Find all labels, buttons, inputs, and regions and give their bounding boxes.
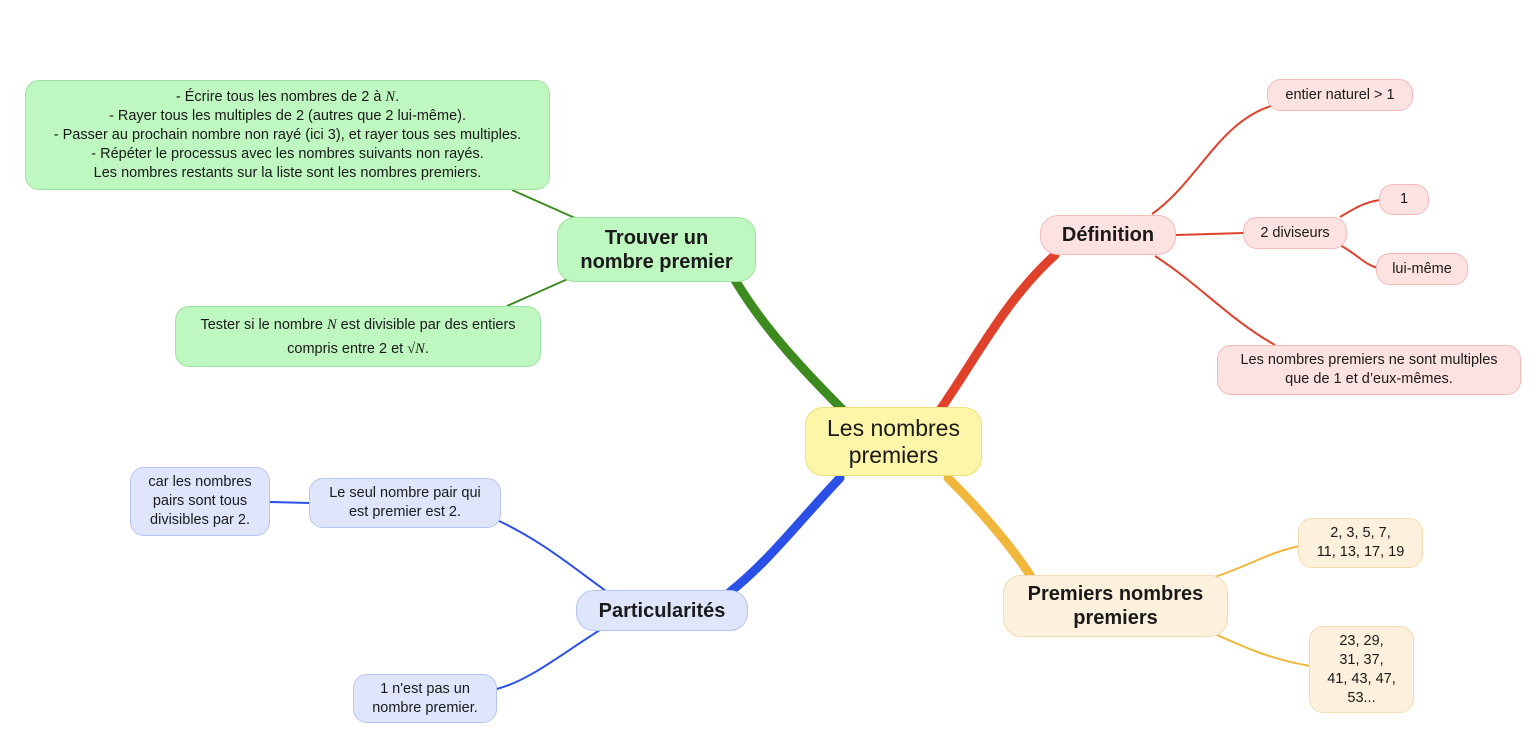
crible-line-2: - Rayer tous les multiples de 2 (autres … [108, 107, 466, 124]
sqrt-symbol: √ [407, 340, 416, 357]
tester-line-2-prefix: compris entre 2 et [287, 340, 408, 357]
car-pairs-line-3: divisibles par 2. [150, 512, 250, 528]
crible-node[interactable]: - Écrire tous les nombres de 2 à N. - Ra… [25, 80, 550, 190]
link-seulpair-carpairs [269, 501, 311, 504]
tester-line-1-suffix: est divisible par des entiers [336, 316, 516, 333]
diviseur-un-node[interactable]: 1 [1379, 184, 1429, 215]
entier-naturel-text: entier naturel > 1 [1285, 86, 1395, 103]
seul-pair-node[interactable]: Le seul nombre pair qui est premier est … [309, 478, 501, 528]
branch-premiers-node[interactable]: Premiers nombres premiers [1003, 575, 1228, 637]
trouver-title-line-1: Trouver un [604, 226, 709, 249]
entier-naturel-node[interactable]: entier naturel > 1 [1267, 79, 1413, 111]
link-definition-multiples [1154, 255, 1276, 346]
tester-line-2: compris entre 2 et √N. [287, 337, 429, 361]
link-premiers-liste1 [1214, 545, 1301, 578]
link-definition-diviseurs [1175, 232, 1245, 236]
liste2-line-2: 31, 37, [1339, 651, 1384, 668]
diviseur-lui-meme-text: lui-même [1392, 260, 1452, 277]
premiers-title-line-2: premiers [1073, 607, 1158, 629]
liste1-line-1: 2, 3, 5, 7, [1330, 525, 1391, 541]
deux-diviseurs-node[interactable]: 2 diviseurs [1243, 217, 1347, 249]
premiers-title-line-1: Premiers nombres [1027, 583, 1204, 605]
branch-definition-node[interactable]: Définition [1040, 215, 1176, 255]
crible-line-5: Les nombres restants sur la liste sont l… [93, 164, 482, 181]
diviseur-lui-meme-node[interactable]: lui-même [1376, 253, 1468, 285]
definition-title: Définition [1061, 224, 1155, 246]
crible-line-1-prefix: - Écrire tous les nombres de 2 à [175, 88, 386, 105]
un-pas-premier-node[interactable]: 1 n'est pas un nombre premier. [353, 674, 497, 723]
link-definition-entier [1151, 103, 1279, 215]
branch-particularites-node[interactable]: Particularités [576, 590, 748, 631]
car-pairs-line-2: pairs sont tous [152, 493, 248, 509]
un-pas-line-1: 1 n'est pas un [380, 680, 470, 697]
link-root-trouver [730, 275, 850, 417]
multiples-node[interactable]: Les nombres premiers ne sont multiples q… [1217, 345, 1521, 395]
diviseur-un-text: 1 [1399, 191, 1409, 207]
tester-node[interactable]: Tester si le nombre N est divisible par … [175, 306, 541, 367]
un-pas-line-2: nombre premier. [372, 699, 478, 716]
link-diviseurs-luimeme [1339, 244, 1379, 269]
tester-line-1: Tester si le nombre N est divisible par … [200, 313, 515, 337]
link-diviseurs-un [1339, 199, 1381, 218]
tester-sqrt-var-n: N [415, 340, 425, 357]
crible-line-3: - Passer au prochain nombre non rayé (ic… [53, 126, 522, 143]
tester-line-2-suffix: . [424, 340, 429, 357]
crible-var-n: N [385, 88, 396, 105]
link-root-definition [935, 250, 1060, 415]
link-trouver-crible [511, 189, 576, 219]
liste2-line-4: 53... [1347, 689, 1376, 706]
link-root-premiers [943, 473, 1035, 580]
liste2-line-3: 41, 43, 47, [1327, 670, 1396, 687]
liste2-line-1: 23, 29, [1339, 632, 1384, 649]
deux-diviseurs-text: 2 diviseurs [1260, 224, 1330, 241]
seul-pair-line-1: Le seul nombre pair qui [329, 485, 481, 501]
crible-line-1: - Écrire tous les nombres de 2 à N. [176, 88, 399, 107]
multiples-line-2: que de 1 et d’eux-mêmes. [1285, 371, 1453, 387]
link-particularites-unpas [496, 629, 601, 690]
liste1-line-2: 11, 13, 17, 19 [1316, 544, 1405, 560]
root-line-1: Les nombres [827, 414, 960, 441]
root-line-2: premiers [848, 441, 939, 468]
liste-premiers-1-node[interactable]: 2, 3, 5, 7, 11, 13, 17, 19 [1298, 518, 1423, 568]
crible-line-1-suffix: . [395, 88, 400, 105]
link-root-particularites [725, 473, 845, 597]
link-particularites-seulpair [496, 519, 607, 592]
link-premiers-liste2 [1214, 633, 1311, 667]
car-pairs-line-1: car les nombres [148, 474, 252, 490]
tester-line-1-prefix: Tester si le nombre [200, 316, 327, 333]
tester-var-n: N [326, 316, 337, 333]
crible-line-4: - Répéter le processus avec les nombres … [91, 145, 484, 162]
trouver-title-line-2: nombre premier [580, 250, 733, 273]
multiples-line-1: Les nombres premiers ne sont multiples [1240, 352, 1498, 368]
link-trouver-tester [506, 277, 571, 307]
branch-trouver-node[interactable]: Trouver un nombre premier [557, 217, 756, 282]
root-node[interactable]: Les nombres premiers [805, 407, 982, 476]
particularites-title: Particularités [598, 599, 726, 622]
liste-premiers-2-node[interactable]: 23, 29, 31, 37, 41, 43, 47, 53... [1309, 626, 1414, 713]
seul-pair-line-2: est premier est 2. [348, 504, 461, 520]
car-pairs-node[interactable]: car les nombres pairs sont tous divisibl… [130, 467, 270, 536]
